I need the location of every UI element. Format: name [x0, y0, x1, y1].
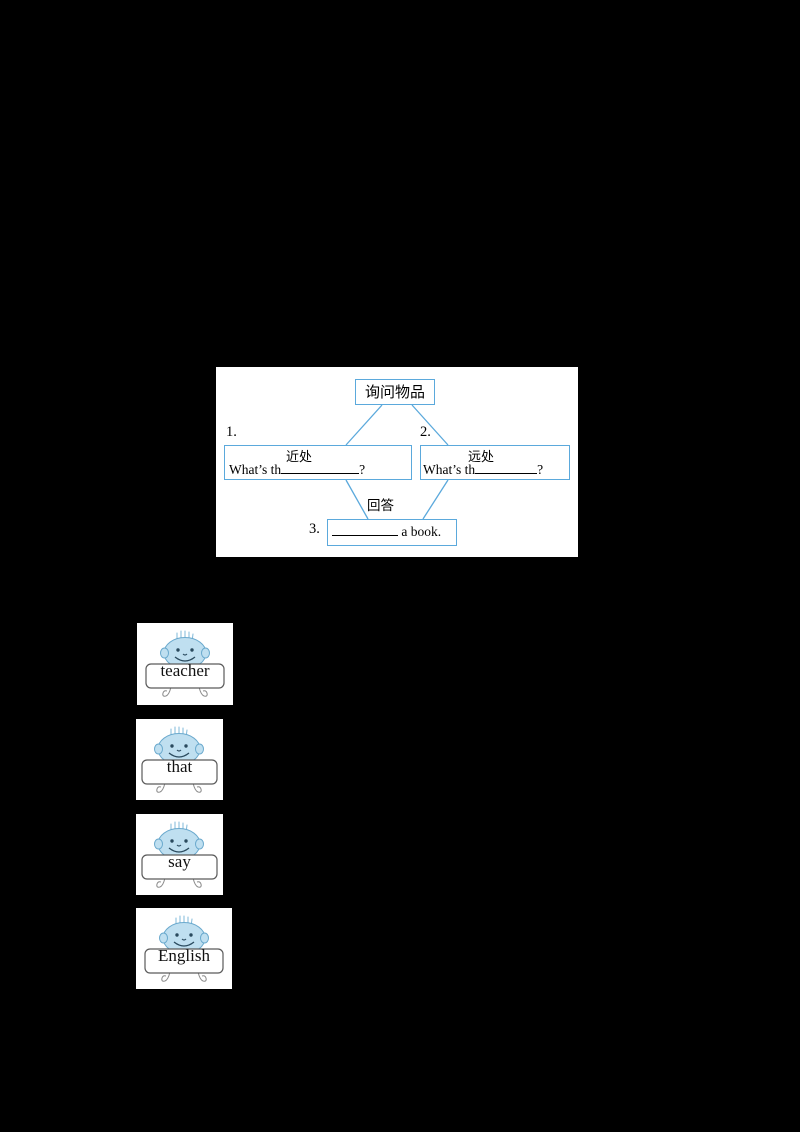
flashcard-that: that — [136, 719, 223, 800]
branch-prompt-near: What’s th? — [229, 462, 411, 478]
topic-label: 询问物品 — [364, 383, 425, 401]
prompt-text-near-before: What’s th — [229, 462, 282, 477]
answer-prompt: a book. — [332, 524, 441, 540]
branch-number-1: 1. — [226, 424, 237, 440]
answer-blank-far[interactable] — [475, 462, 538, 474]
flashcard-say: say — [136, 814, 223, 895]
branch-heading-far: 远处 — [468, 450, 495, 465]
flashcard-word: teacher — [160, 661, 210, 680]
answer-box: a book. — [327, 519, 457, 546]
prompt-text-far-before: What’s th — [423, 462, 476, 477]
cartoon-head-icon — [145, 630, 225, 697]
branch-heading-near: 近处 — [286, 450, 313, 465]
diagram-connector-lines — [345, 404, 449, 520]
flashcard-teacher: teacher — [137, 623, 233, 705]
answer-blank-reply[interactable] — [332, 524, 398, 536]
branch-number-2: 2. — [420, 424, 431, 440]
answer-heading: 回答 — [367, 498, 394, 514]
topic-box: 询问物品 — [355, 379, 435, 405]
answer-text-after: a book. — [398, 524, 442, 539]
answer-number: 3. — [309, 521, 320, 537]
answer-blank-near[interactable] — [281, 462, 360, 474]
flashcard-word: say — [168, 852, 191, 871]
prompt-text-far-after: ? — [537, 462, 544, 477]
branch-box-near: What’s th? — [224, 445, 412, 480]
flashcard-word: that — [166, 757, 193, 776]
branch-box-far: What’s th? — [420, 445, 570, 480]
cartoon-head-icon — [144, 915, 224, 982]
vocabulary-diagram-panel: 询问物品 1. 近处 What’s th? 2. 远处 What’s th? 回… — [216, 367, 578, 557]
cartoon-head-icon — [141, 726, 218, 793]
flashcard-word: English — [158, 946, 210, 965]
branch-prompt-far: What’s th? — [423, 462, 567, 478]
prompt-text-near-after: ? — [359, 462, 366, 477]
flashcard-english: English — [136, 908, 232, 989]
cartoon-head-icon — [141, 821, 218, 888]
